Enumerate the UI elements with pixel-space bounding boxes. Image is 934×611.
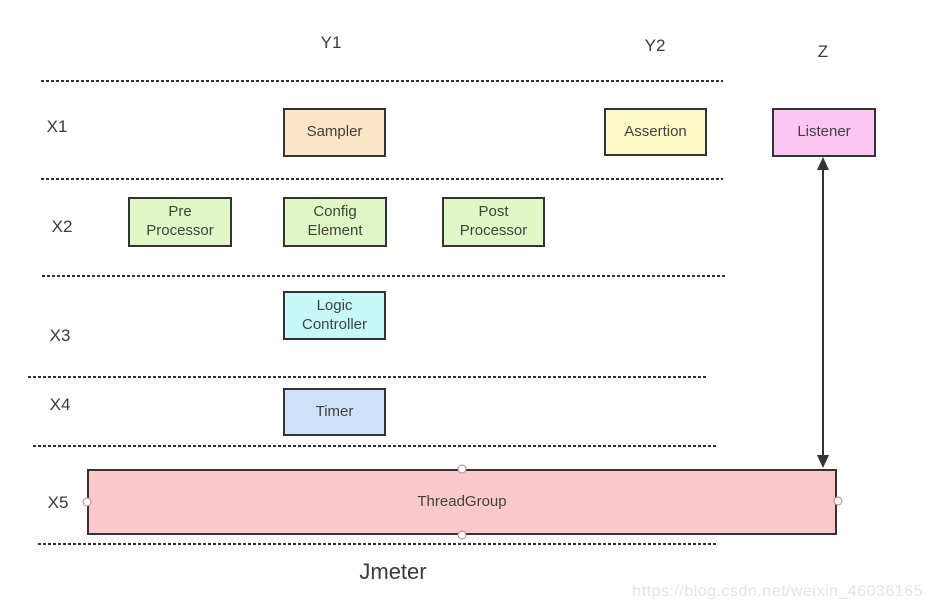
diagram-title: Jmeter bbox=[359, 559, 427, 584]
selection-handle-top[interactable] bbox=[457, 464, 467, 474]
row-separator bbox=[33, 445, 718, 447]
node-listener[interactable]: Listener bbox=[772, 108, 876, 157]
node-sampler[interactable]: Sampler bbox=[283, 108, 386, 157]
listener-threadgroup-arrow bbox=[822, 167, 824, 458]
node-logic-controller[interactable]: Logic Controller bbox=[283, 291, 386, 340]
row-label-x5: X5 bbox=[47, 493, 69, 512]
row-label-x1: X1 bbox=[46, 117, 68, 136]
row-separator bbox=[38, 543, 717, 545]
selection-handle-left[interactable] bbox=[82, 497, 92, 507]
column-label-z: Z bbox=[817, 42, 829, 61]
column-label-y1: Y1 bbox=[320, 33, 342, 52]
selection-handle-bottom[interactable] bbox=[457, 530, 467, 540]
row-separator bbox=[41, 178, 723, 180]
node-timer[interactable]: Timer bbox=[283, 388, 386, 436]
row-separator bbox=[41, 80, 723, 82]
row-label-x2: X2 bbox=[51, 217, 73, 236]
watermark-text: https://blog.csdn.net/weixin_46036165 bbox=[632, 583, 923, 600]
node-post-processor[interactable]: Post Processor bbox=[442, 197, 545, 247]
row-label-x3: X3 bbox=[49, 326, 71, 345]
arrowhead-down-icon bbox=[817, 455, 829, 468]
row-separator bbox=[42, 275, 725, 277]
node-pre-processor[interactable]: Pre Processor bbox=[128, 197, 232, 247]
row-label-x4: X4 bbox=[49, 395, 71, 414]
selection-handle-right[interactable] bbox=[833, 496, 843, 506]
arrowhead-up-icon bbox=[817, 157, 829, 170]
column-label-y2: Y2 bbox=[644, 36, 666, 55]
node-config-element[interactable]: Config Element bbox=[283, 197, 387, 247]
node-thread-group[interactable]: ThreadGroup bbox=[87, 469, 837, 535]
node-assertion[interactable]: Assertion bbox=[604, 108, 707, 156]
row-separator bbox=[28, 376, 706, 378]
